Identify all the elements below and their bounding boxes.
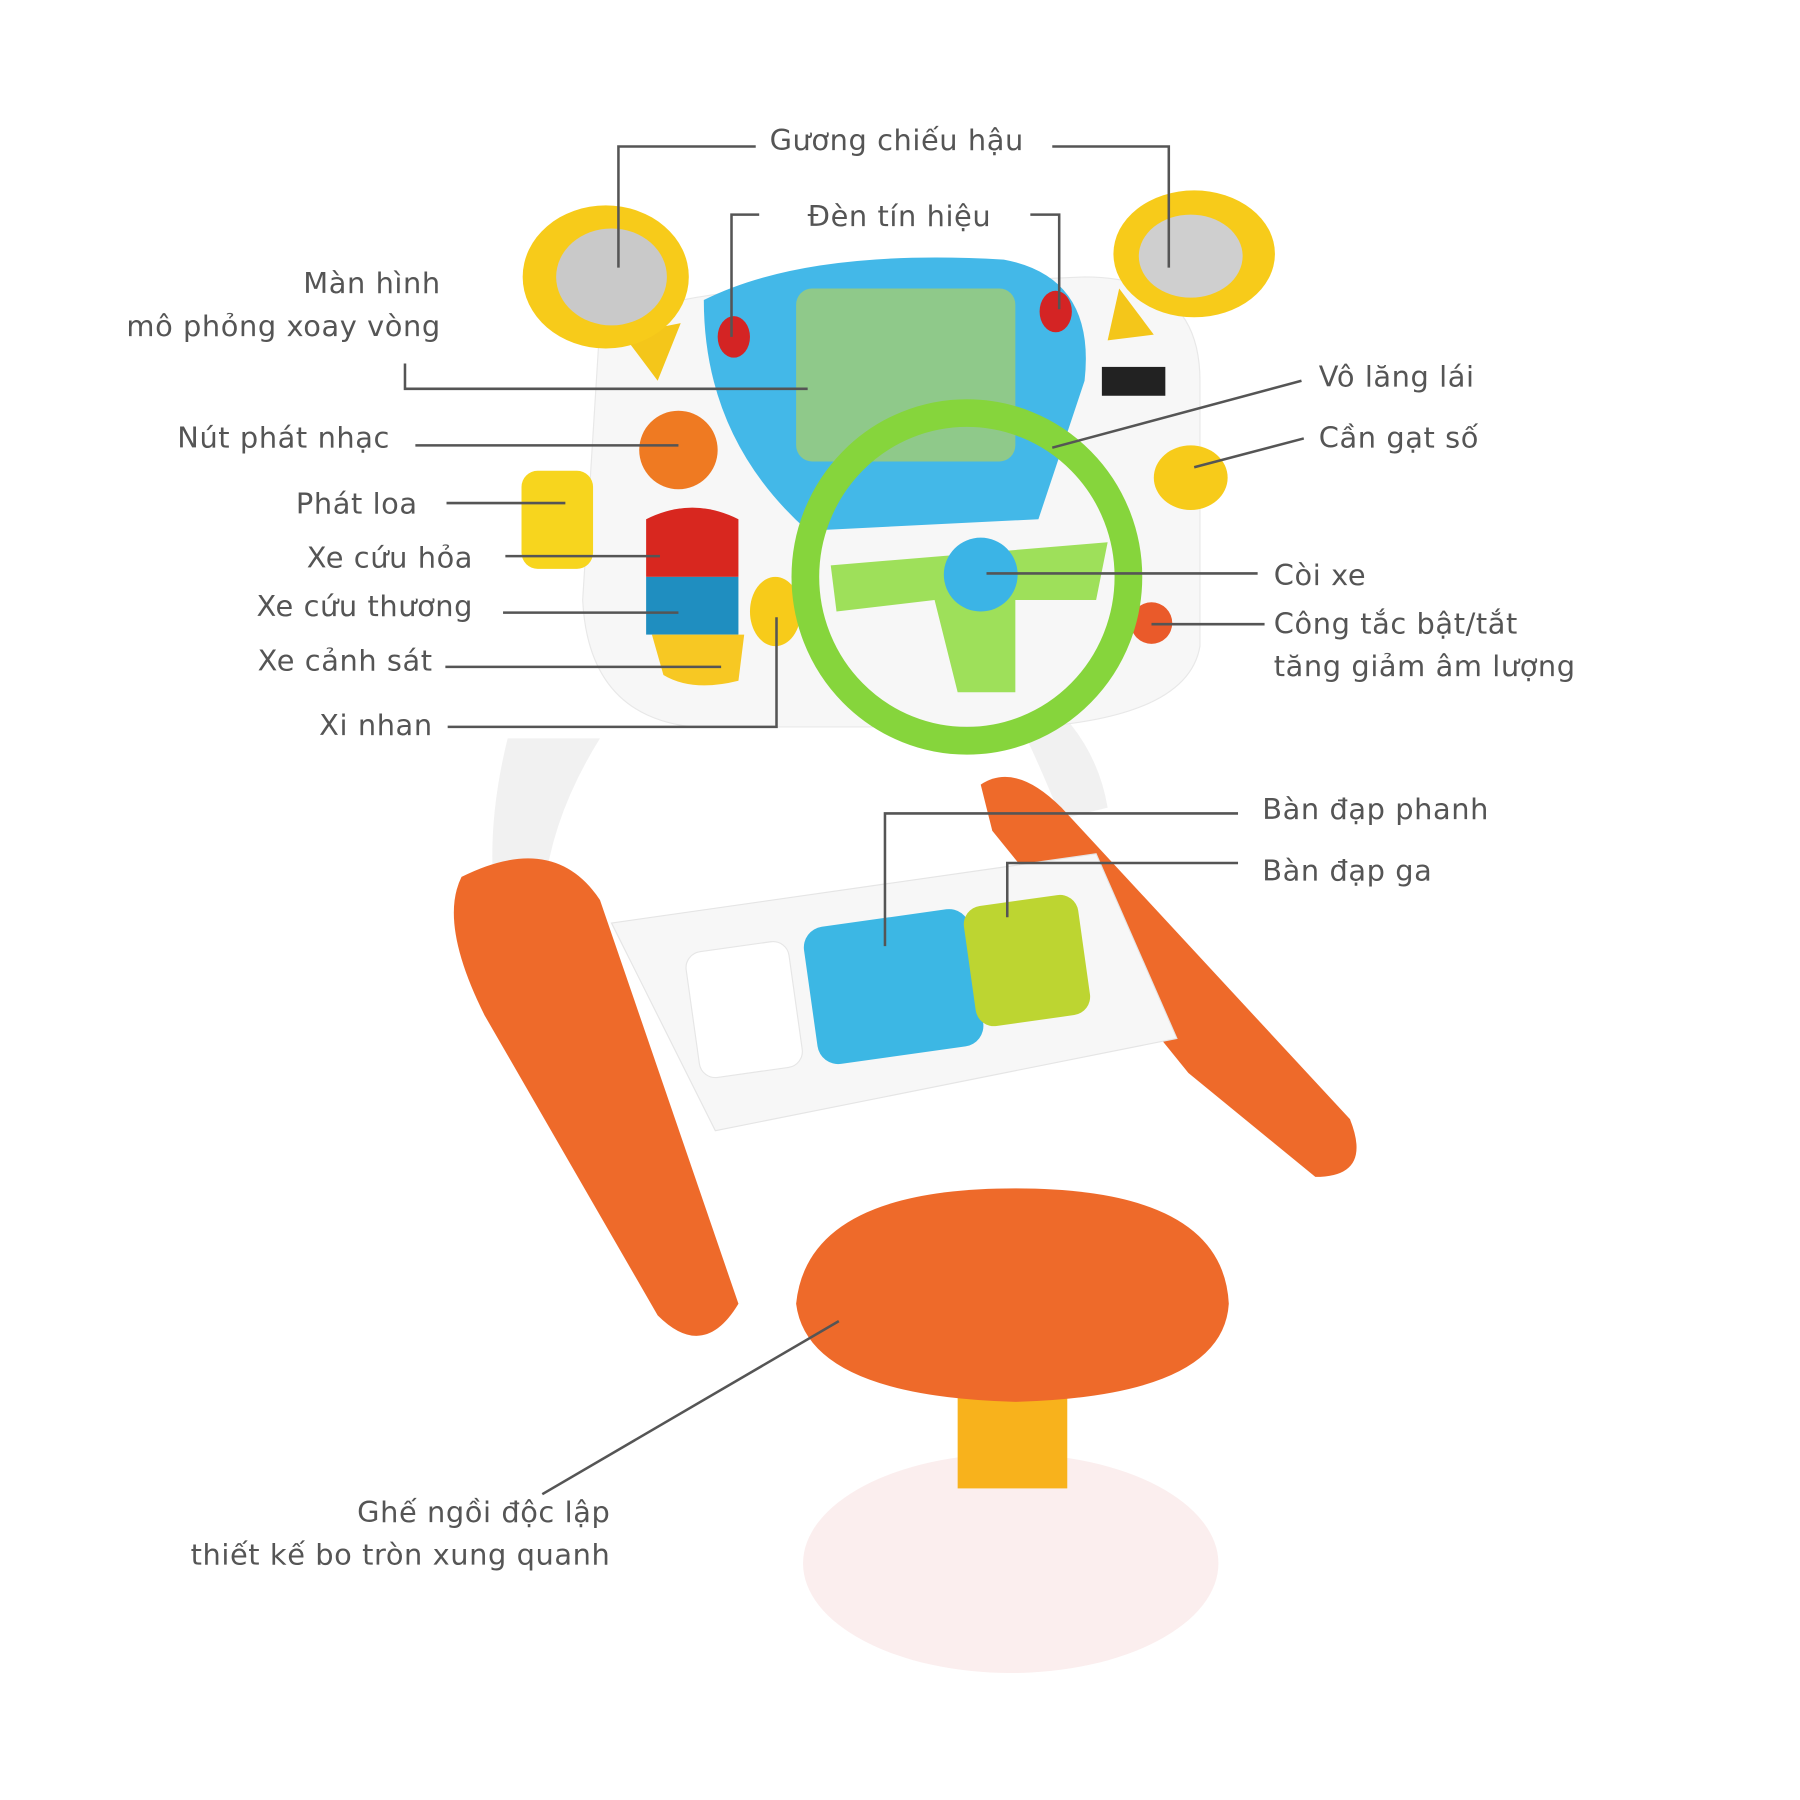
left-mirror [522,205,689,381]
label-screen-line2: mô phỏng xoay vòng [126,309,441,343]
label-steering-wheel: Vô lăng lái [1318,359,1475,394]
label-music-button: Nút phát nhạc [177,421,390,455]
brake-pedal [803,909,984,1065]
pedal-slot [685,941,803,1079]
horn-button [943,537,1018,612]
label-ambulance: Xe cứu thương [256,589,474,624]
label-screen-line1: Màn hình [303,266,441,300]
seat-top [796,1188,1229,1402]
label-police-car: Xe cảnh sát [257,643,433,678]
label-horn: Còi xe [1273,558,1367,592]
seat-stem [957,1384,1068,1489]
equalizer-display [1101,366,1166,396]
seat-base [803,1453,1219,1674]
label-brake-pedal: Bàn đạp phanh [1262,792,1489,827]
left-orange-leg [453,858,739,1336]
steering-wheel [791,399,1143,755]
label-seat-line2: thiết kế bo tròn xung quanh [190,1538,611,1572]
label-gear-lever: Cần gạt số [1318,421,1479,455]
gas-pedal [963,894,1091,1027]
label-seat-line1: Ghế ngồi độc lập [357,1495,611,1529]
music-button [639,410,718,490]
right-mirror [1107,190,1275,341]
label-switch-line2: tăng giảm âm lượng [1273,649,1576,684]
label-signal-light: Đèn tín hiệu [807,199,992,234]
signal-light-left [717,316,750,358]
label-mirror: Gương chiếu hậu [769,123,1024,157]
label-switch-line1: Công tắc bật/tắt [1273,606,1518,641]
label-turn-signal: Xi nhan [319,708,433,742]
speaker-mic [521,470,594,569]
label-speaker: Phát loa [295,486,418,521]
label-fire-truck: Xe cứu hỏa [306,541,474,575]
leader-lines [403,145,1305,1496]
label-gas-pedal: Bàn đạp ga [1262,853,1433,888]
ambulance-button [646,576,739,635]
police-car-button [651,634,745,686]
fire-truck-button [646,507,739,577]
signal-light-right [1039,290,1072,333]
gear-lever [1153,445,1228,510]
turn-signal-lever [749,576,801,647]
